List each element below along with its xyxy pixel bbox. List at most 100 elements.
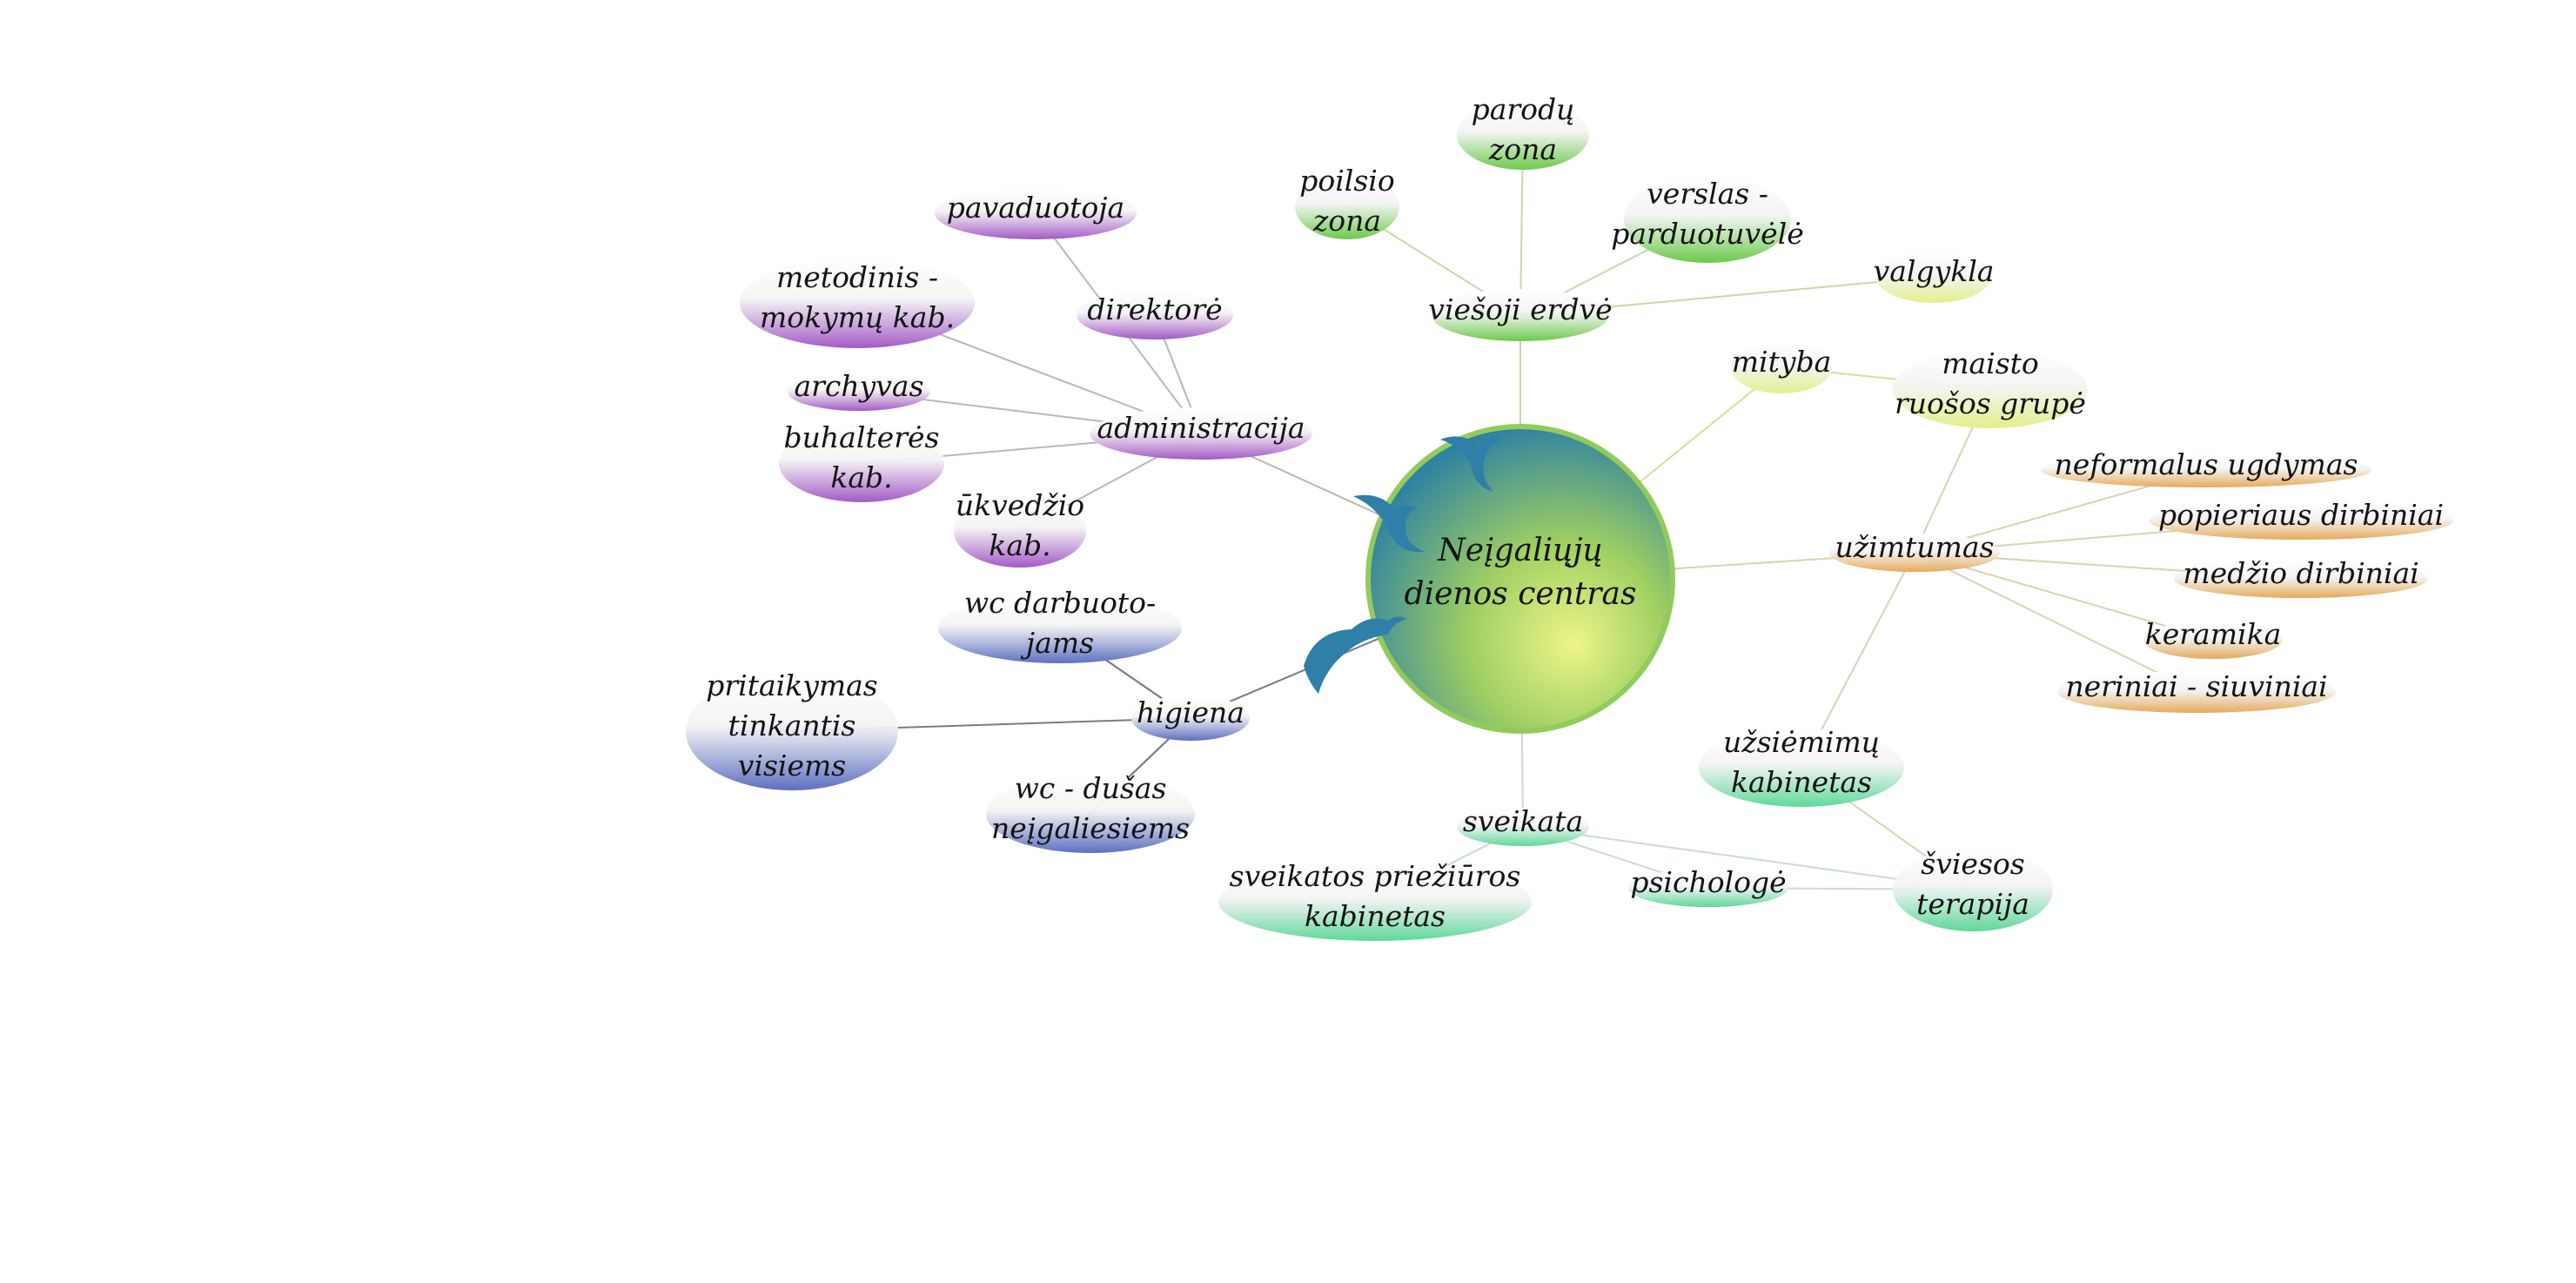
node-pritaikymas-tinkantis-visiems[interactable]: pritaikymas tinkantis visiems	[686, 668, 898, 790]
node-archyvas[interactable]: archyvas	[788, 369, 930, 411]
edge-uzimtumas-neriniai-siuviniai	[1914, 552, 2197, 693]
node-label: kabinetas	[1305, 899, 1446, 933]
node-label: ruošos grupė	[1895, 386, 2086, 420]
node-label: buhalterės	[784, 420, 940, 454]
node-label: administracija	[1097, 411, 1305, 445]
center-title: dienos centras	[1405, 576, 1637, 612]
node-neformalus-ugdymas[interactable]: neformalus ugdymas	[2041, 447, 2371, 487]
node-bubble	[1295, 173, 1399, 239]
node-label: wc - dušas	[1015, 771, 1167, 805]
node-label: mityba	[1732, 345, 1832, 379]
node-label: kab.	[989, 528, 1050, 562]
node-wc-darbuotojams[interactable]: wc darbuoto-jams	[938, 586, 1182, 663]
node-bubble	[1457, 808, 1589, 846]
node-label: sveikata	[1463, 804, 1583, 838]
node-viesoji-erdve[interactable]: viešoji erdvė	[1428, 289, 1613, 341]
central-node[interactable]: Neįgaliųjų dienos centras	[1304, 424, 1675, 734]
node-label: neformalus ugdymas	[2055, 447, 2358, 481]
node-label: visiems	[738, 749, 846, 783]
node-label: mokymų kab.	[760, 300, 955, 334]
node-bubble	[2149, 501, 2453, 540]
node-bubble	[1131, 695, 1250, 741]
node-bubble	[1457, 100, 1589, 170]
node-bubble	[2174, 560, 2428, 598]
node-bubble	[779, 424, 944, 502]
node-sveikata[interactable]: sveikata	[1457, 804, 1589, 846]
node-valgykla[interactable]: valgykla	[1874, 251, 1995, 303]
node-bubble	[938, 594, 1182, 663]
node-label: popieriaus dirbiniai	[2158, 498, 2444, 532]
node-popieriaus-dirbiniai[interactable]: popieriaus dirbiniai	[2149, 498, 2453, 540]
node-label: higiena	[1137, 695, 1244, 729]
bird-shape	[1304, 616, 1407, 694]
node-bubble	[1893, 848, 2053, 931]
node-keramika[interactable]: keramika	[2143, 617, 2283, 659]
node-direktore[interactable]: direktorė	[1077, 291, 1233, 339]
node-label: metodinis -	[776, 260, 938, 294]
node-higiena[interactable]: higiena	[1131, 695, 1250, 741]
node-bubble	[2143, 621, 2283, 659]
node-buhalteres-kab[interactable]: buhalterės kab.	[779, 420, 944, 502]
node-bubble	[954, 494, 1086, 568]
node-label: kab.	[830, 460, 892, 494]
bird-shape	[1440, 436, 1504, 492]
node-metodinis-mokymu-kab[interactable]: metodinis - mokymų kab.	[740, 258, 975, 348]
node-label: pritaikymas	[706, 668, 877, 702]
node-verslas-parduotuvele[interactable]: verslas -parduotuvėlė	[1611, 176, 1804, 263]
center-title: Neįgaliųjų	[1437, 533, 1602, 568]
node-uzimtumas[interactable]: užimtumas	[1829, 530, 2000, 572]
node-bubble	[935, 187, 1137, 239]
node-label: valgykla	[1874, 254, 1995, 288]
node-label: medžio dirbiniai	[2183, 556, 2418, 590]
node-label: terapija	[1916, 887, 2029, 921]
node-bubble	[986, 775, 1195, 853]
node-psichologe[interactable]: psichologė	[1628, 865, 1788, 907]
node-label: tinkantis	[728, 709, 856, 742]
seagull-icon	[1304, 436, 1504, 694]
node-wc-dusas-negaliesiems[interactable]: wc - dušas neįgaliesiems	[986, 771, 1195, 853]
node-label: neriniai - siuviniai	[2065, 669, 2327, 703]
node-label: viešoji erdvė	[1428, 292, 1612, 326]
center-circle	[1371, 429, 1670, 729]
node-mityba[interactable]: mityba	[1731, 341, 1832, 393]
node-label: ūkvedžio	[956, 488, 1084, 522]
node-bubble	[1432, 289, 1609, 341]
node-label: archyvas	[794, 369, 923, 403]
node-label: poilsio	[1299, 164, 1394, 198]
node-bubble	[1829, 534, 2000, 572]
node-bubble	[1624, 176, 1791, 263]
node-poilsio-zona[interactable]: poilsio zona	[1295, 164, 1399, 239]
node-label: parduotuvėlė	[1611, 217, 1804, 251]
node-maisto-ruosos-grupe[interactable]: maisto ruošos grupė	[1893, 346, 2088, 428]
node-bubble	[1077, 291, 1233, 339]
node-label: jams	[1020, 626, 1094, 660]
node-bubble	[1731, 341, 1832, 393]
node-label: neįgaliesiems	[991, 811, 1190, 845]
node-label: pavaduotoja	[947, 191, 1124, 225]
node-ukvedzio-kab[interactable]: ūkvedžio kab.	[954, 488, 1086, 568]
node-bubble	[1090, 407, 1312, 460]
node-label: maisto	[1942, 346, 2039, 380]
node-label: zona	[1488, 132, 1557, 166]
node-label: šviesos	[1921, 847, 2024, 881]
node-bubble	[1876, 251, 1991, 303]
node-sviesos-terapija[interactable]: šviesos terapija	[1893, 847, 2053, 931]
node-label: užimtumas	[1835, 530, 1995, 564]
node-bubble	[2041, 453, 2371, 487]
node-bubble	[788, 373, 930, 411]
node-label: psichologė	[1630, 865, 1786, 899]
node-medzio-dirbiniai[interactable]: medžio dirbiniai	[2174, 556, 2428, 598]
node-administracija[interactable]: administracija	[1090, 407, 1312, 460]
bird-shape	[1353, 494, 1425, 553]
node-pavaduotoja[interactable]: pavaduotoja	[935, 187, 1137, 239]
node-label: zona	[1312, 204, 1381, 238]
node-bubble	[1628, 869, 1788, 907]
node-label: wc darbuoto-	[964, 586, 1156, 620]
node-neriniai-siuviniai[interactable]: neriniai - siuviniai	[2057, 669, 2336, 713]
node-bubble	[686, 672, 898, 790]
